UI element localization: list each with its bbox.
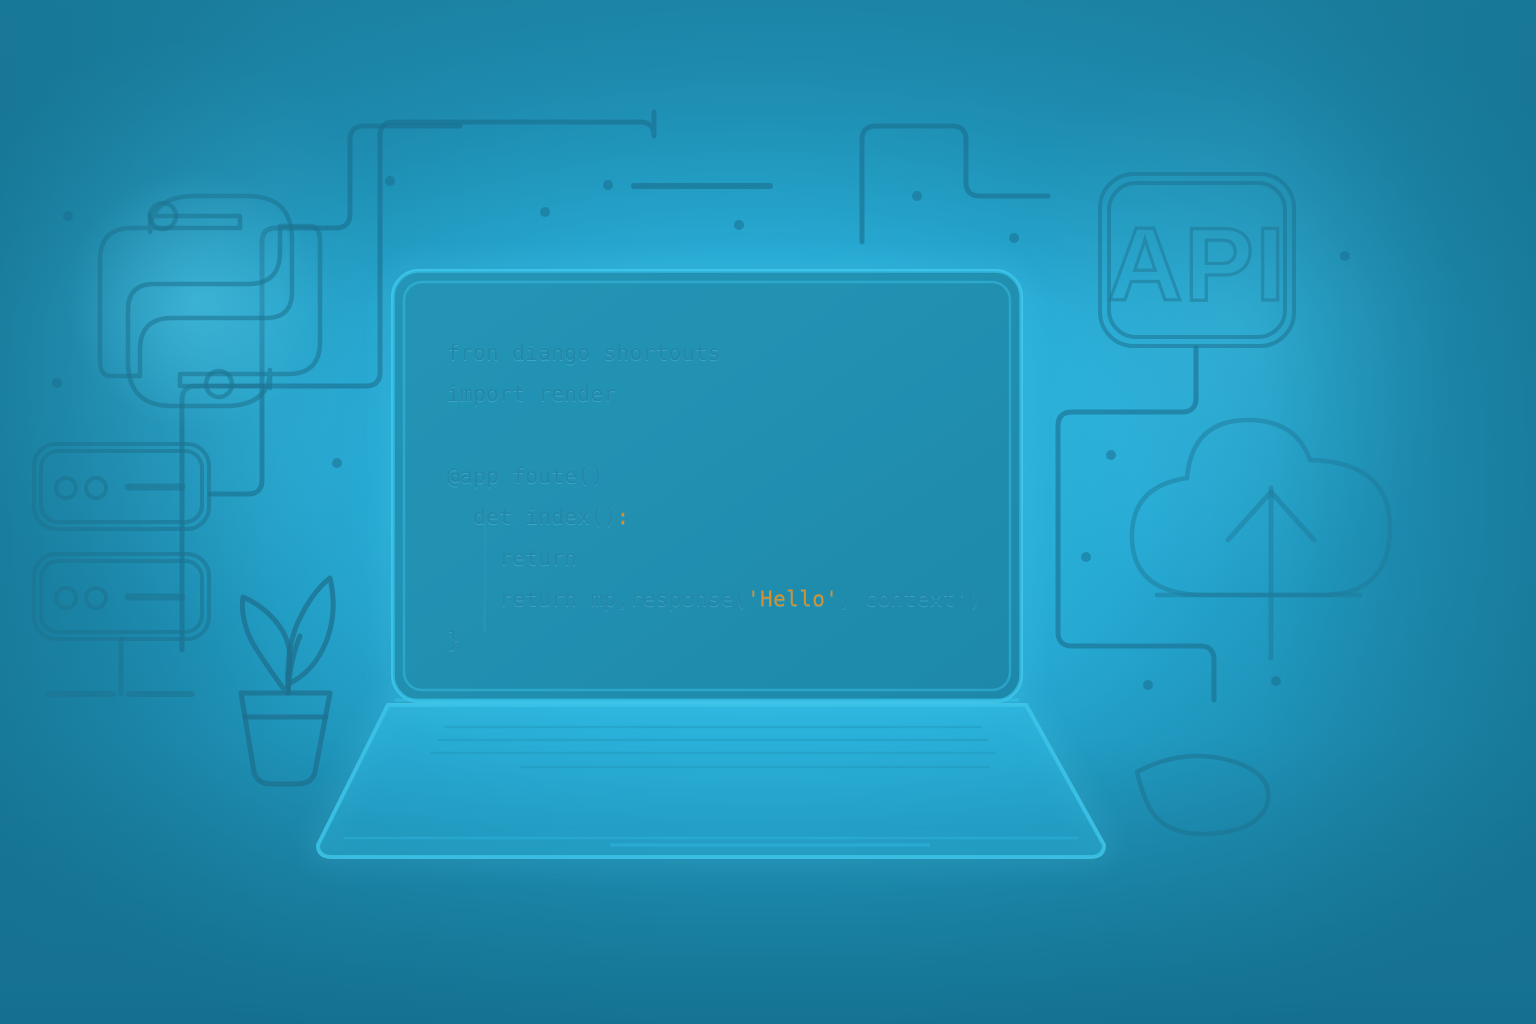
trace-top-right-hook <box>859 123 1051 245</box>
plant-leaf-left <box>239 594 293 691</box>
laptop-keyboard-lines <box>430 725 996 769</box>
cloud-shape <box>1129 417 1393 598</box>
server-unit-top-outer <box>32 442 211 531</box>
code-cursor <box>483 601 486 633</box>
trace-dot <box>1143 680 1153 690</box>
cloud-upload-icon <box>1129 417 1393 661</box>
server-led-1 <box>54 476 78 500</box>
python-snake-lower <box>125 223 323 409</box>
plant-stem <box>285 633 303 696</box>
api-badge-icon: API <box>1098 172 1296 348</box>
laptop-screen-bezel <box>402 280 1012 692</box>
python-eye-upper <box>147 200 179 232</box>
trace-dot <box>332 458 342 468</box>
trace-dot <box>603 180 613 190</box>
trace-dot <box>1340 251 1350 261</box>
python-logo-glow <box>68 170 328 430</box>
trace-dot <box>734 220 744 230</box>
python-logo-icon <box>68 170 328 430</box>
api-badge-inner <box>1107 181 1287 339</box>
laptop-base-shell <box>316 703 1106 859</box>
python-eye-lower <box>203 368 235 400</box>
trace-dot <box>912 191 922 201</box>
trace-dot <box>1271 676 1281 686</box>
laptop-lid-outer <box>391 269 1023 703</box>
server-led-4 <box>84 586 108 610</box>
trace-dots-group <box>52 176 1350 690</box>
trace-api-to-cloud <box>1055 345 1217 703</box>
trace-dot <box>52 378 62 388</box>
leaf-icon <box>1134 753 1271 837</box>
laptop-lid <box>391 269 1023 703</box>
trace-dot <box>63 211 73 221</box>
trace-dot <box>385 176 395 186</box>
cloud-arrow-head <box>1225 489 1317 543</box>
server-unit-bottom-inner <box>39 559 204 634</box>
laptop-base <box>316 698 1106 859</box>
plant-leaf-right <box>285 575 336 696</box>
trace-dot <box>540 207 550 217</box>
api-badge-outer <box>1098 172 1296 348</box>
server-rack-icon <box>32 442 211 697</box>
trace-dot <box>1106 450 1116 460</box>
server-led-3 <box>54 586 78 610</box>
trace-dot <box>1009 233 1019 243</box>
api-badge-label: API <box>1107 207 1286 323</box>
trace-dot <box>1081 552 1091 562</box>
potted-plant-icon <box>238 575 336 787</box>
leaf-shape <box>1134 753 1271 837</box>
server-unit-top-inner <box>39 449 204 524</box>
plant-pot <box>238 690 333 787</box>
server-led-2 <box>84 476 108 500</box>
